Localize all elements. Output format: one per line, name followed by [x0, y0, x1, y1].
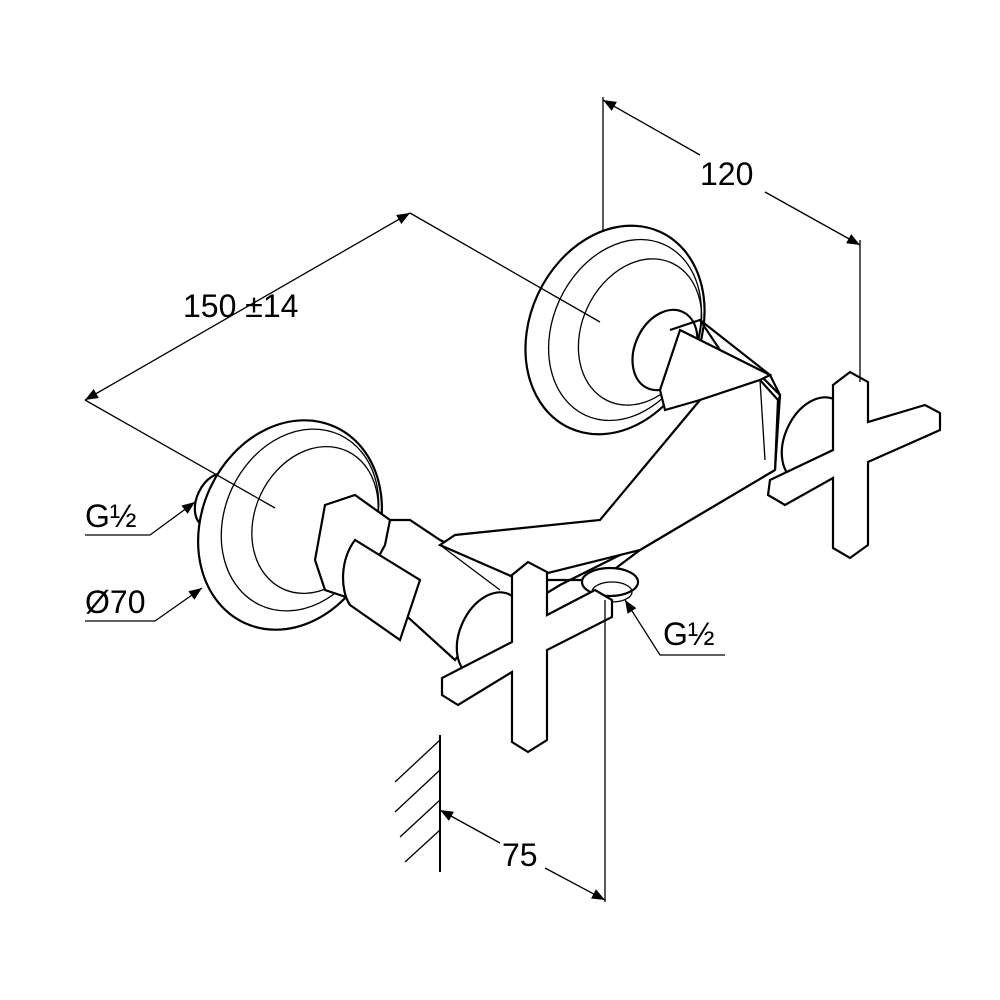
left-rosette	[193, 419, 422, 642]
label-left-thread: G½	[85, 498, 137, 534]
leader-left-thread	[85, 501, 196, 536]
label-120: 120	[700, 156, 754, 192]
dimension-150	[84, 212, 601, 509]
label-150: 150 ±14	[183, 288, 299, 324]
dimension-120	[602, 97, 861, 382]
label-outlet-thread: G½	[663, 616, 715, 652]
right-handle	[766, 370, 942, 560]
mixer-body	[343, 318, 782, 662]
label-diameter: Ø70	[85, 584, 146, 620]
label-75: 75	[502, 837, 538, 873]
leader-outlet-thread	[624, 599, 725, 656]
leader-diameter	[85, 587, 203, 622]
dimension-75	[394, 600, 606, 902]
left-handle	[440, 560, 614, 754]
